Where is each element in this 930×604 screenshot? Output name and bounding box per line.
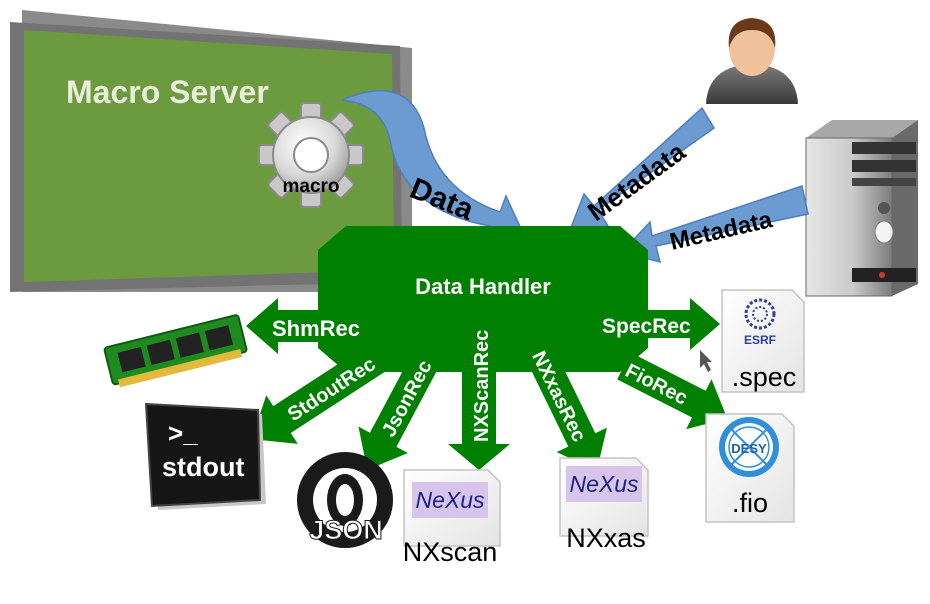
gear-icon — [258, 102, 364, 208]
esrf-logo-label: ESRF — [744, 333, 776, 347]
stdoutrec-label: StdoutRec — [284, 353, 380, 426]
json-label: JSON — [309, 515, 383, 545]
fio-file-icon: DESY .fio — [705, 413, 795, 523]
nxscan-file-icon: NeXus NXscan — [403, 469, 501, 567]
computer-icon — [805, 120, 918, 297]
specrec-arrow: SpecRec — [602, 298, 720, 350]
metadata-arrow-computer: Metadata — [620, 185, 809, 264]
terminal-icon: >_ stdout — [144, 402, 266, 510]
data-handler-label: Data Handler — [415, 274, 551, 299]
nexus-logo: NeXus — [415, 487, 485, 513]
stdout-label: stdout — [162, 452, 244, 482]
fio-file-label: .fio — [732, 488, 768, 518]
mouse-cursor-icon — [700, 350, 712, 372]
macro-server-panel: Macro Server — [10, 10, 412, 292]
macro-label: macro — [282, 176, 339, 197]
nxscanrec-arrow: NXScanRec — [448, 296, 510, 470]
nxscan-file-label: NXscan — [403, 537, 498, 567]
metadata-user-label: Metadata — [582, 136, 691, 227]
spec-file-icon: ESRF .spec — [700, 289, 805, 393]
esrf-logo-icon: ESRF — [744, 298, 776, 347]
shmrec-arrow: ShmRec — [246, 298, 360, 354]
specrec-label: SpecRec — [602, 315, 691, 338]
nxscanrec-label: NXScanRec — [471, 330, 493, 442]
user-icon — [706, 18, 798, 104]
desy-logo-icon: DESY — [719, 417, 779, 477]
spec-file-label: .spec — [732, 362, 797, 392]
memory-module-icon — [103, 314, 248, 388]
desy-logo-label: DESY — [731, 441, 767, 456]
shmrec-label: ShmRec — [272, 316, 360, 341]
nxxas-file-icon: NeXus NXxas — [559, 457, 649, 553]
terminal-prompt: >_ — [168, 418, 198, 448]
json-logo-icon: JSON — [297, 452, 393, 548]
metadata-arrow-user: Metadata — [568, 106, 716, 231]
nxxas-file-label: NXxas — [566, 523, 646, 553]
nexus-logo-2: NeXus — [569, 471, 639, 497]
macro-server-title: Macro Server — [66, 74, 269, 110]
